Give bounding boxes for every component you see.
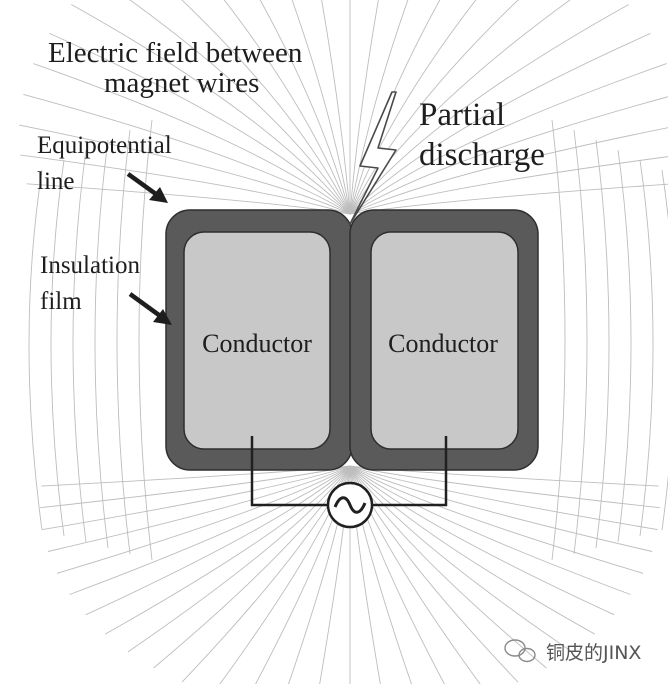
field-line <box>23 93 351 215</box>
field-line <box>291 0 351 215</box>
insulation-arrow <box>128 292 172 325</box>
partial-discharge-line-2: discharge <box>419 137 545 173</box>
field-line <box>349 156 668 215</box>
field-line <box>42 465 351 531</box>
magnet-wire-left <box>165 209 353 471</box>
field-lines <box>19 0 668 684</box>
field-line <box>349 465 547 669</box>
field-line <box>349 32 651 215</box>
field-line <box>223 0 351 215</box>
field-line <box>19 124 351 215</box>
insulation-label-line-2: film <box>40 288 82 315</box>
title-line-1: Electric field between <box>48 37 303 69</box>
field-line <box>349 465 573 653</box>
field-line <box>20 154 351 215</box>
equipotential-label-line-1: Equipotential <box>37 132 172 159</box>
watermark: 铜皮的JINX <box>504 639 641 664</box>
insulation-label-line-1: Insulation <box>40 252 140 279</box>
field-line <box>85 465 351 616</box>
watermark-text: 铜皮的JINX <box>546 642 641 664</box>
equipotential-label-line-2: line <box>37 168 75 195</box>
field-line <box>349 465 644 574</box>
field-line <box>661 169 668 531</box>
field-line <box>349 465 615 616</box>
conductor-left <box>183 231 331 450</box>
field-line <box>349 127 668 215</box>
field-line <box>595 139 610 549</box>
field-line <box>153 465 351 669</box>
title-line-2: magnet wires <box>104 67 259 99</box>
field-line <box>349 465 653 552</box>
partial-discharge-line-1: Partial <box>419 97 505 133</box>
field-line <box>349 465 596 635</box>
conductor-right-label: Conductor <box>388 329 498 358</box>
field-line <box>349 0 379 215</box>
field-line <box>56 465 351 574</box>
circuit-wires <box>250 436 448 507</box>
field-line <box>71 4 351 215</box>
field-line <box>69 465 351 595</box>
field-line <box>349 0 477 215</box>
field-line <box>617 149 632 543</box>
field-line <box>129 0 351 215</box>
field-line <box>50 159 65 537</box>
field-line <box>639 159 654 537</box>
field-line <box>321 0 351 215</box>
field-line <box>349 465 658 531</box>
wechat-logo-icon <box>504 639 536 663</box>
field-line <box>349 0 409 215</box>
field-line <box>349 96 668 215</box>
field-line <box>551 119 566 561</box>
conductor-left-label: Conductor <box>202 329 312 358</box>
field-line <box>28 169 43 531</box>
field-line <box>573 129 588 555</box>
field-line <box>49 32 351 215</box>
field-line <box>72 149 87 543</box>
lightning-bolt-icon <box>349 91 397 225</box>
field-line <box>259 0 351 215</box>
field-line <box>33 63 351 215</box>
field-line <box>94 139 109 549</box>
equipotential-arrow <box>126 172 168 203</box>
ac-source-icon <box>326 481 374 529</box>
field-line <box>349 465 631 595</box>
magnet-wire-right <box>349 209 539 471</box>
field-line <box>349 0 441 215</box>
field-line <box>127 465 351 653</box>
conductor-right <box>370 231 519 450</box>
field-line <box>138 119 153 561</box>
field-line <box>104 465 351 635</box>
field-line <box>349 0 519 215</box>
field-line <box>349 63 667 215</box>
field-line <box>181 0 351 215</box>
field-line <box>116 129 131 555</box>
